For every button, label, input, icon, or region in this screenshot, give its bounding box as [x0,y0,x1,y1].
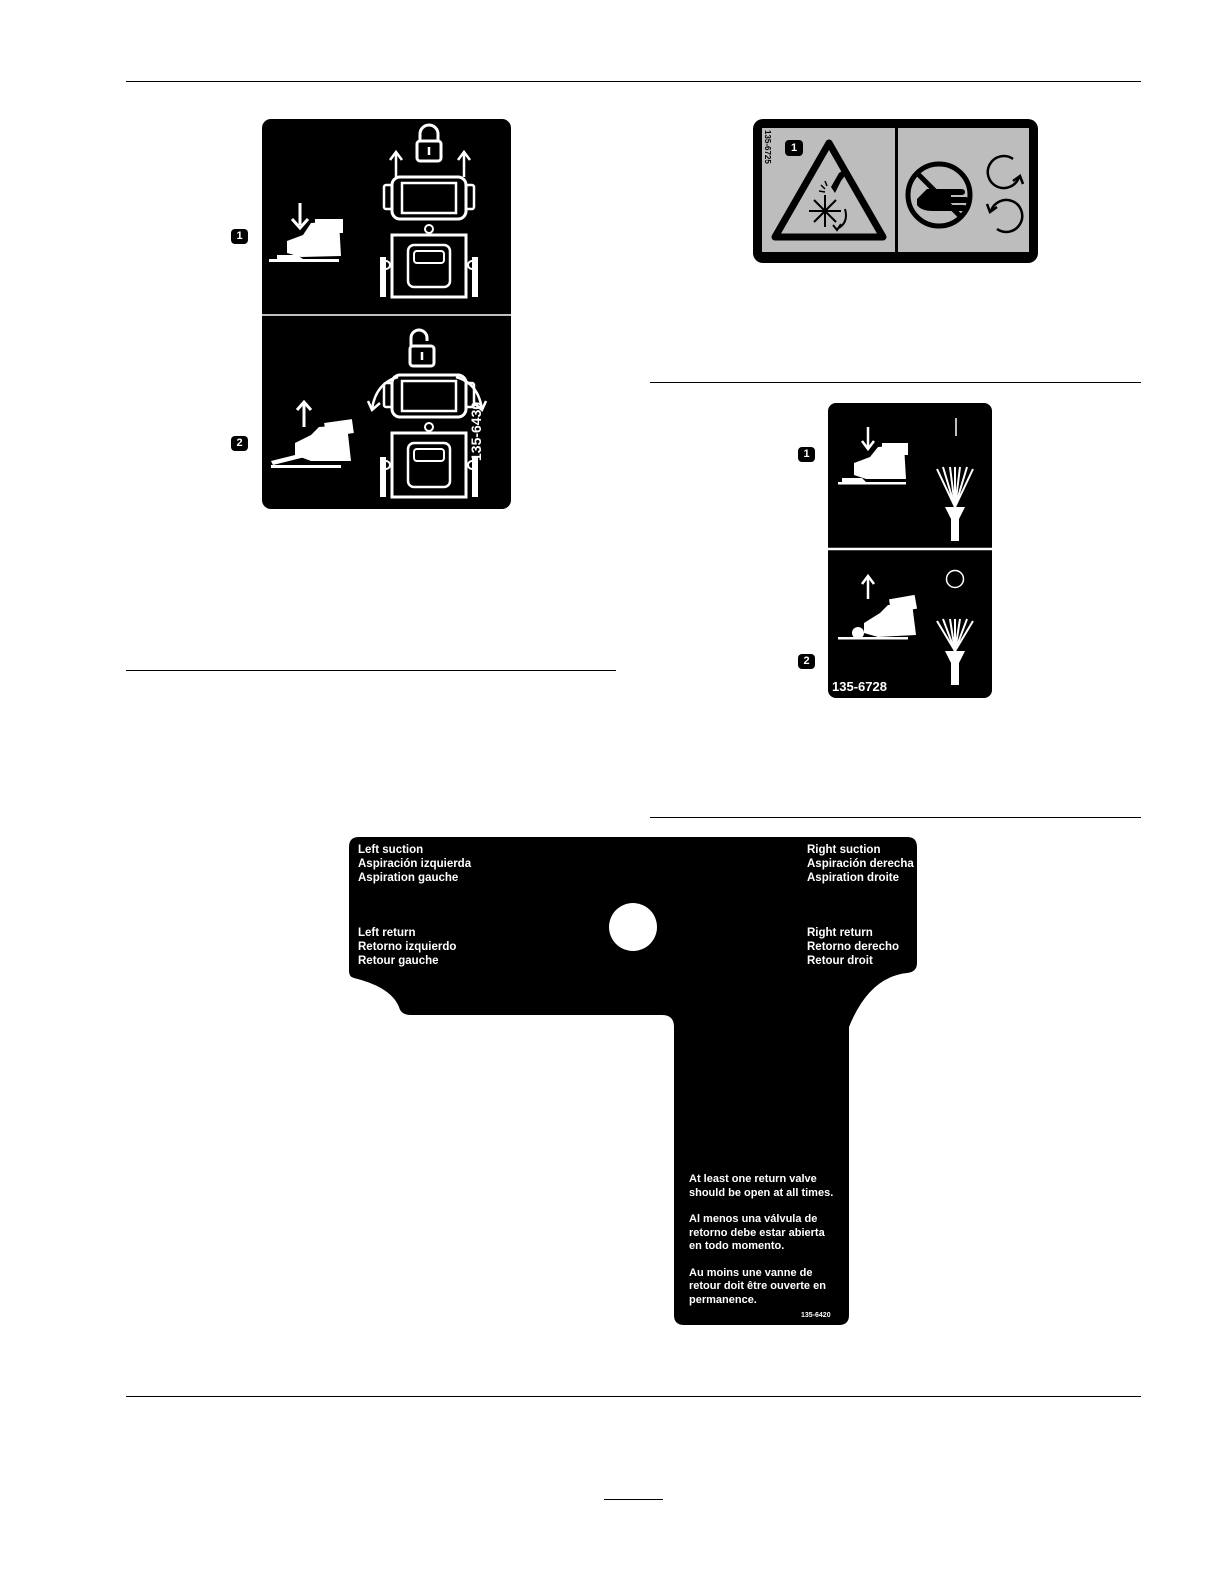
decal-135-6430: 135-6430 [262,119,511,509]
right-return-label: Right return Retorno derecho Retour droi… [807,927,900,967]
left-return-label: Left return Retorno izquierdo Retour gau… [358,927,457,967]
right-suction-label: Right suction Aspiración derecha Aspirat… [807,844,914,884]
part-number-135-6420: 135-6420 [801,1312,831,1319]
callout-1: 1 [231,229,248,244]
decal-135-6725: 135-6725 1 [753,119,1038,263]
decal-135-6728: 135-6728 [828,403,992,698]
no-hands-icon [905,161,973,229]
pedal-released-icon [838,573,918,640]
lock-closed-icon [415,123,443,163]
callout-2: 2 [231,436,248,451]
pedal-released-icon [271,399,354,468]
callout-1: 1 [798,447,815,462]
switch-off-icon [945,569,965,589]
left-section-rule [126,670,616,671]
spray-icon [936,466,974,541]
cutting-blade-warning-icon [771,139,887,241]
pedal-pressed-icon [838,427,908,485]
mower-locked-icon [380,149,478,299]
switch-on-icon [955,418,957,436]
right-section-rule-1 [650,382,1141,383]
decal-135-6420: Left suction Aspiración izquierda Aspira… [349,837,917,1325]
bottom-rule [126,1396,1141,1397]
callout-1: 1 [785,140,803,156]
callout-2: 2 [798,654,815,669]
mower-turning-icon [366,373,488,499]
rotation-arrows-icon [985,154,1025,234]
page-number-line [604,1499,663,1500]
left-suction-label: Left suction Aspiración izquierda Aspira… [358,844,472,884]
spray-icon [936,618,974,685]
lock-open-icon [408,328,436,368]
pedal-pressed-icon [269,203,343,262]
top-rule [126,81,1141,82]
part-number-135-6430: 135-6430 [468,401,484,461]
return-valve-notice: At least one return valve should be open… [689,1173,834,1306]
right-section-rule-2 [650,817,1141,818]
part-number-135-6728: 135-6728 [832,679,887,694]
